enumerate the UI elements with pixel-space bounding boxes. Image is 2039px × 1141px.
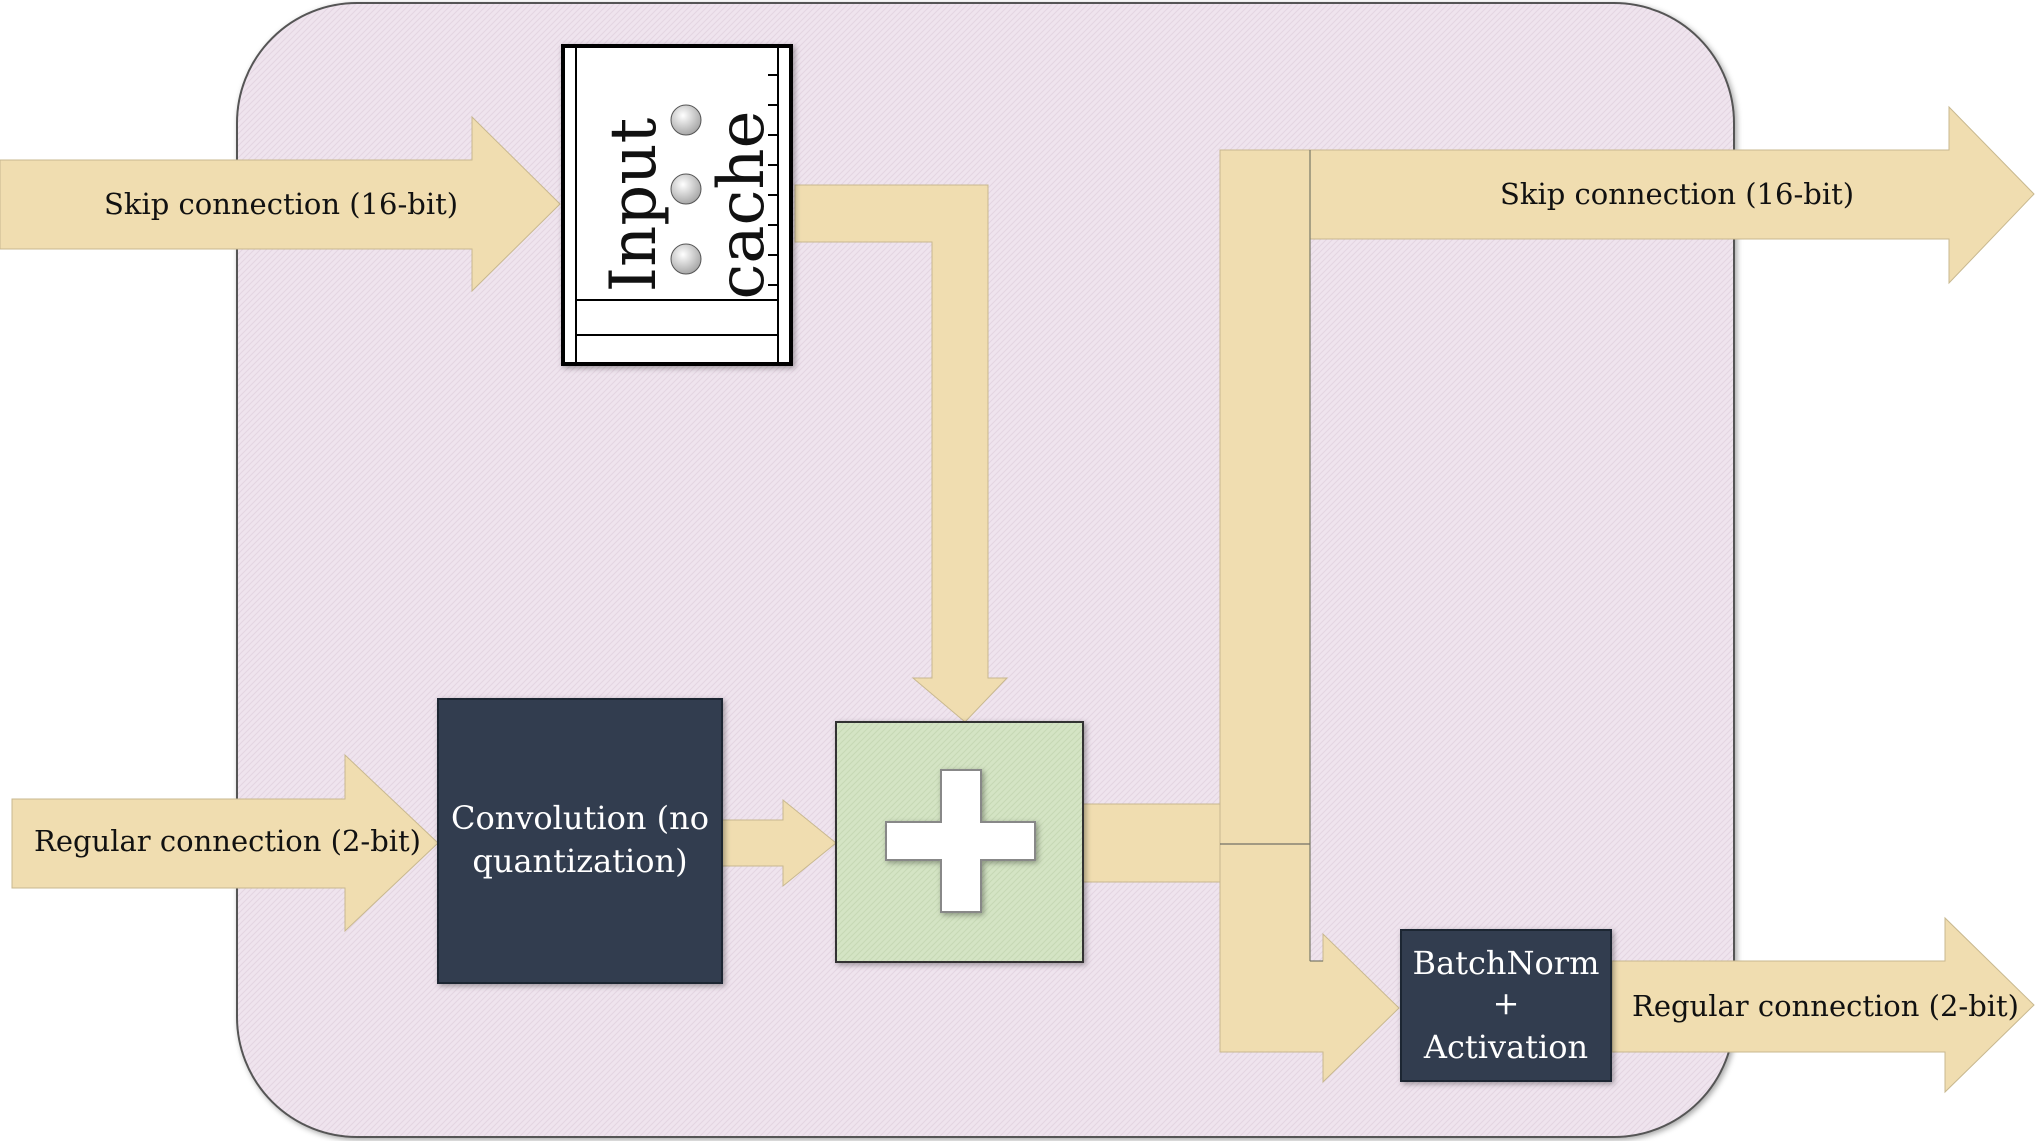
cache-to-adder-arrow bbox=[794, 184, 1009, 723]
cache-label-cache: cache bbox=[705, 111, 779, 300]
cache-label-input: Input bbox=[597, 118, 671, 293]
adder-output-pipe bbox=[1082, 803, 1221, 883]
cache-dot-icon bbox=[670, 104, 702, 136]
convolution-box bbox=[437, 698, 723, 984]
batchnorm-activation-box bbox=[1400, 929, 1612, 1082]
plus-icon bbox=[885, 769, 1036, 913]
convolution-label-line1: Convolution (no bbox=[451, 799, 709, 837]
input-skip-arrow bbox=[0, 115, 561, 293]
cache-dot-icon bbox=[670, 243, 702, 275]
input-regular-label: Regular connection (2-bit) bbox=[34, 824, 421, 858]
input-cache bbox=[561, 44, 793, 366]
input-regular-arrow bbox=[11, 753, 439, 933]
conv-to-adder-arrow bbox=[721, 798, 837, 888]
vertical-trunk bbox=[1219, 149, 1311, 845]
convolution-label-line2: quantization) bbox=[472, 842, 687, 880]
batchnorm-label-line3: Activation bbox=[1423, 1028, 1588, 1066]
batchnorm-label-line2: + bbox=[1493, 984, 1520, 1022]
batchnorm-label-line1: BatchNorm bbox=[1413, 944, 1600, 982]
output-skip-arrow bbox=[1309, 105, 2035, 285]
output-skip-label: Skip connection (16-bit) bbox=[1500, 177, 1854, 211]
output-regular-arrow bbox=[1611, 916, 2035, 1094]
cache-dot-icon bbox=[670, 173, 702, 205]
input-skip-label: Skip connection (16-bit) bbox=[104, 187, 458, 221]
output-regular-label: Regular connection (2-bit) bbox=[1632, 989, 2019, 1023]
